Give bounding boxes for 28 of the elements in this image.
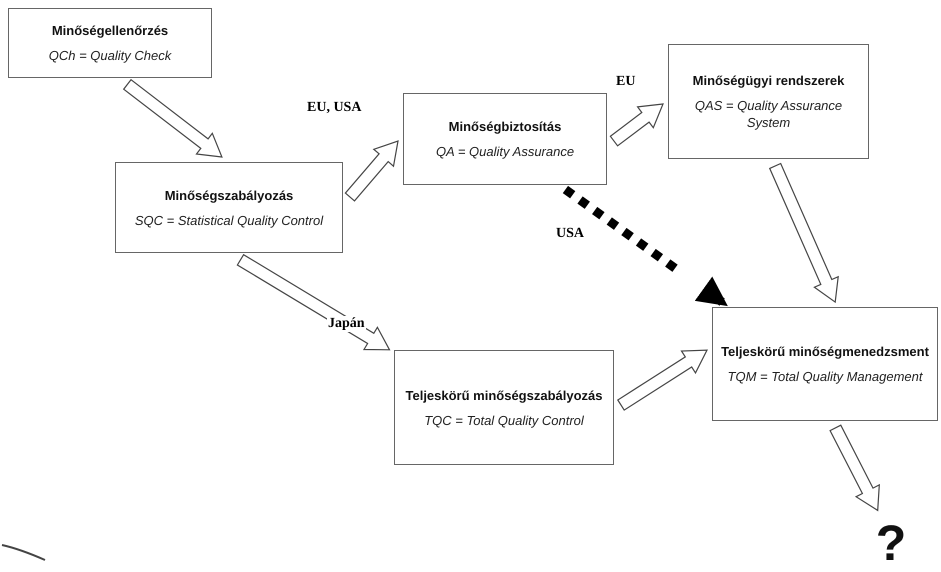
edge-label: EU, USA [306,100,362,116]
box-subtitle: SQC = Statistical Quality Control [134,212,324,228]
box-title: Minőségbiztosítás [448,118,562,135]
box-subtitle: TQM = Total Quality Management [728,368,922,385]
box-title: Teljeskörű minőségmenedzsment [721,343,929,360]
box-subtitle: TQC = Total Quality Control [424,412,584,428]
process-box [668,44,869,159]
box-subtitle: QAS = Quality Assurance System [694,97,844,131]
process-box [8,8,212,78]
block-arrow [344,140,399,202]
edge-label: Japán [327,316,366,332]
process-box [403,93,607,185]
block-arrow [829,424,880,512]
process-box [712,307,938,421]
box-title: Minőségellenőrzés [52,22,168,39]
block-arrow [610,103,664,147]
process-box [394,350,614,465]
block-arrow [617,349,708,411]
box-title: Minőségszabályozás [164,186,294,204]
box-subtitle: QA = Quality Assurance [436,143,574,160]
box-subtitle: QCh = Quality Check [48,47,172,64]
question-mark: ? [876,518,906,568]
dashed-arrow [562,186,728,308]
block-arrow [122,79,223,158]
block-arrow [768,162,839,304]
process-box [115,162,343,253]
box-title: Teljeskörű minőségszabályozás [406,386,602,404]
box-title: Minőségügyi rendszerek [692,72,844,89]
